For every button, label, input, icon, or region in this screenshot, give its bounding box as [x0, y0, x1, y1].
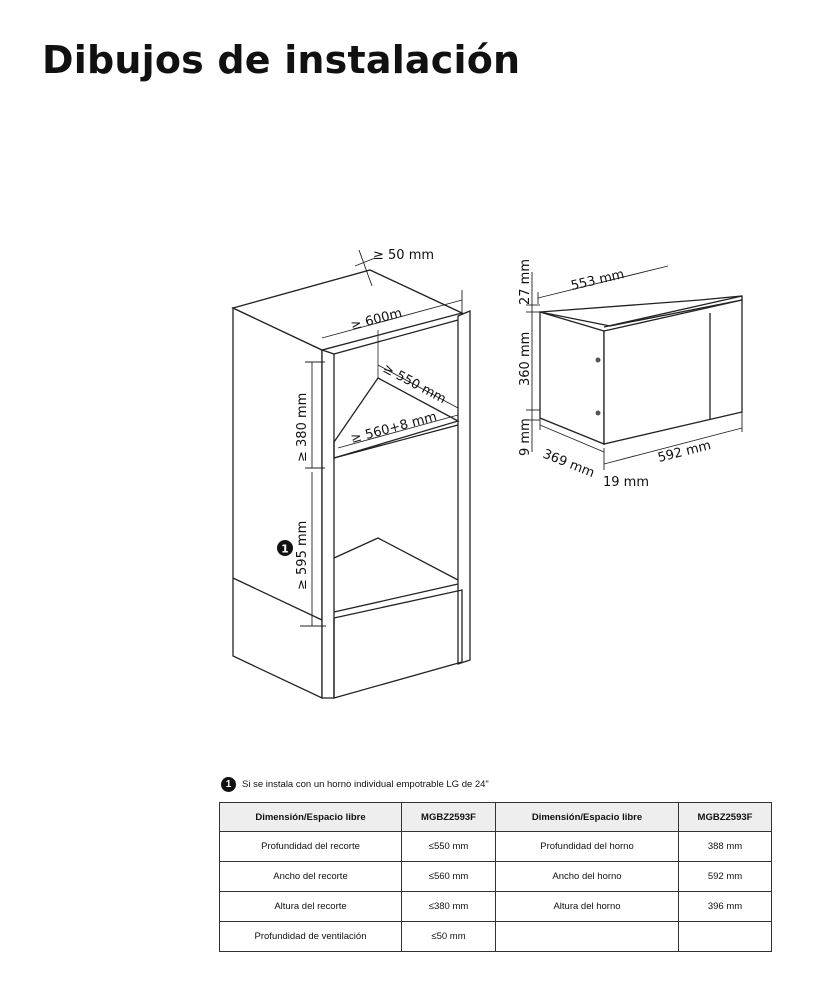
- label-oven-top-depth: 553 mm: [570, 267, 626, 294]
- label-oven-front-width: 592 mm: [656, 438, 712, 466]
- note-text: Si se instala con un horno individual em…: [242, 779, 489, 790]
- table-cell: Ancho del horno: [495, 861, 679, 892]
- header-cell: MGBZ2593F: [401, 802, 496, 832]
- svg-text:1: 1: [281, 543, 289, 556]
- label-oven-top-height: 27 mm: [518, 259, 533, 305]
- label-oven-front-thickness: 19 mm: [603, 475, 649, 490]
- marker-1-icon: 1: [277, 540, 293, 556]
- table-cell: Profundidad del horno: [495, 831, 679, 862]
- table-cell: 388 mm: [678, 831, 772, 862]
- table-cell: Ancho del recorte: [219, 861, 402, 892]
- table-row: Profundidad de ventilación ≤50 mm: [219, 921, 772, 952]
- label-oven-body-height: 360 mm: [518, 332, 533, 386]
- label-top-gap: ≥ 50 mm: [373, 248, 434, 263]
- marker-1-icon: 1: [221, 777, 236, 792]
- table-row: Ancho del recorte ≤560 mm Ancho del horn…: [219, 861, 772, 892]
- table-cell: [678, 921, 772, 952]
- table-row: Altura del recorte ≤380 mm Altura del ho…: [219, 891, 772, 922]
- label-lower-height: ≥ 595 mm: [295, 521, 310, 590]
- table-cell: ≤380 mm: [401, 891, 496, 922]
- cabinet-drawing: [231, 269, 471, 700]
- header-cell: Dimensión/Espacio libre: [495, 802, 679, 832]
- oven-drawing: [539, 295, 743, 445]
- table-cell: Altura del recorte: [219, 891, 402, 922]
- dimensions-table: Dimensión/Espacio libre MGBZ2593F Dimens…: [219, 802, 772, 952]
- table-cell: Altura del horno: [495, 891, 679, 922]
- table-cell: Profundidad del recorte: [219, 831, 402, 862]
- table-cell: ≤550 mm: [401, 831, 496, 862]
- table-cell: ≤50 mm: [401, 921, 496, 952]
- label-oven-side-depth: 369 mm: [541, 447, 597, 481]
- table-cell: ≤560 mm: [401, 861, 496, 892]
- label-oven-bottom-height: 9 mm: [518, 418, 533, 456]
- label-cutout-width: ≥ 560+8 mm: [349, 409, 438, 446]
- label-cutout-height: ≥ 380 mm: [295, 393, 310, 462]
- header-cell: Dimensión/Espacio libre: [219, 802, 402, 832]
- oven-dimension-lines: [526, 265, 743, 470]
- installation-diagram: ≥ 50 mm ≥ 600m ≥ 550 mm ≥ 560+8 mm ≥ 380…: [231, 248, 743, 700]
- cabinet-dimension-lines: [300, 249, 463, 627]
- table-cell: [495, 921, 679, 952]
- table-row: Profundidad del recorte ≤550 mm Profundi…: [219, 831, 772, 862]
- table-cell: 396 mm: [678, 891, 772, 922]
- header-cell: MGBZ2593F: [678, 802, 772, 832]
- page-title: Dibujos de instalación: [42, 38, 521, 82]
- table-header-row: Dimensión/Espacio libre MGBZ2593F Dimens…: [219, 802, 772, 832]
- table-cell: 592 mm: [678, 861, 772, 892]
- table-cell: Profundidad de ventilación: [219, 921, 402, 952]
- installation-note: 1 Si se instala con un horno individual …: [221, 777, 489, 792]
